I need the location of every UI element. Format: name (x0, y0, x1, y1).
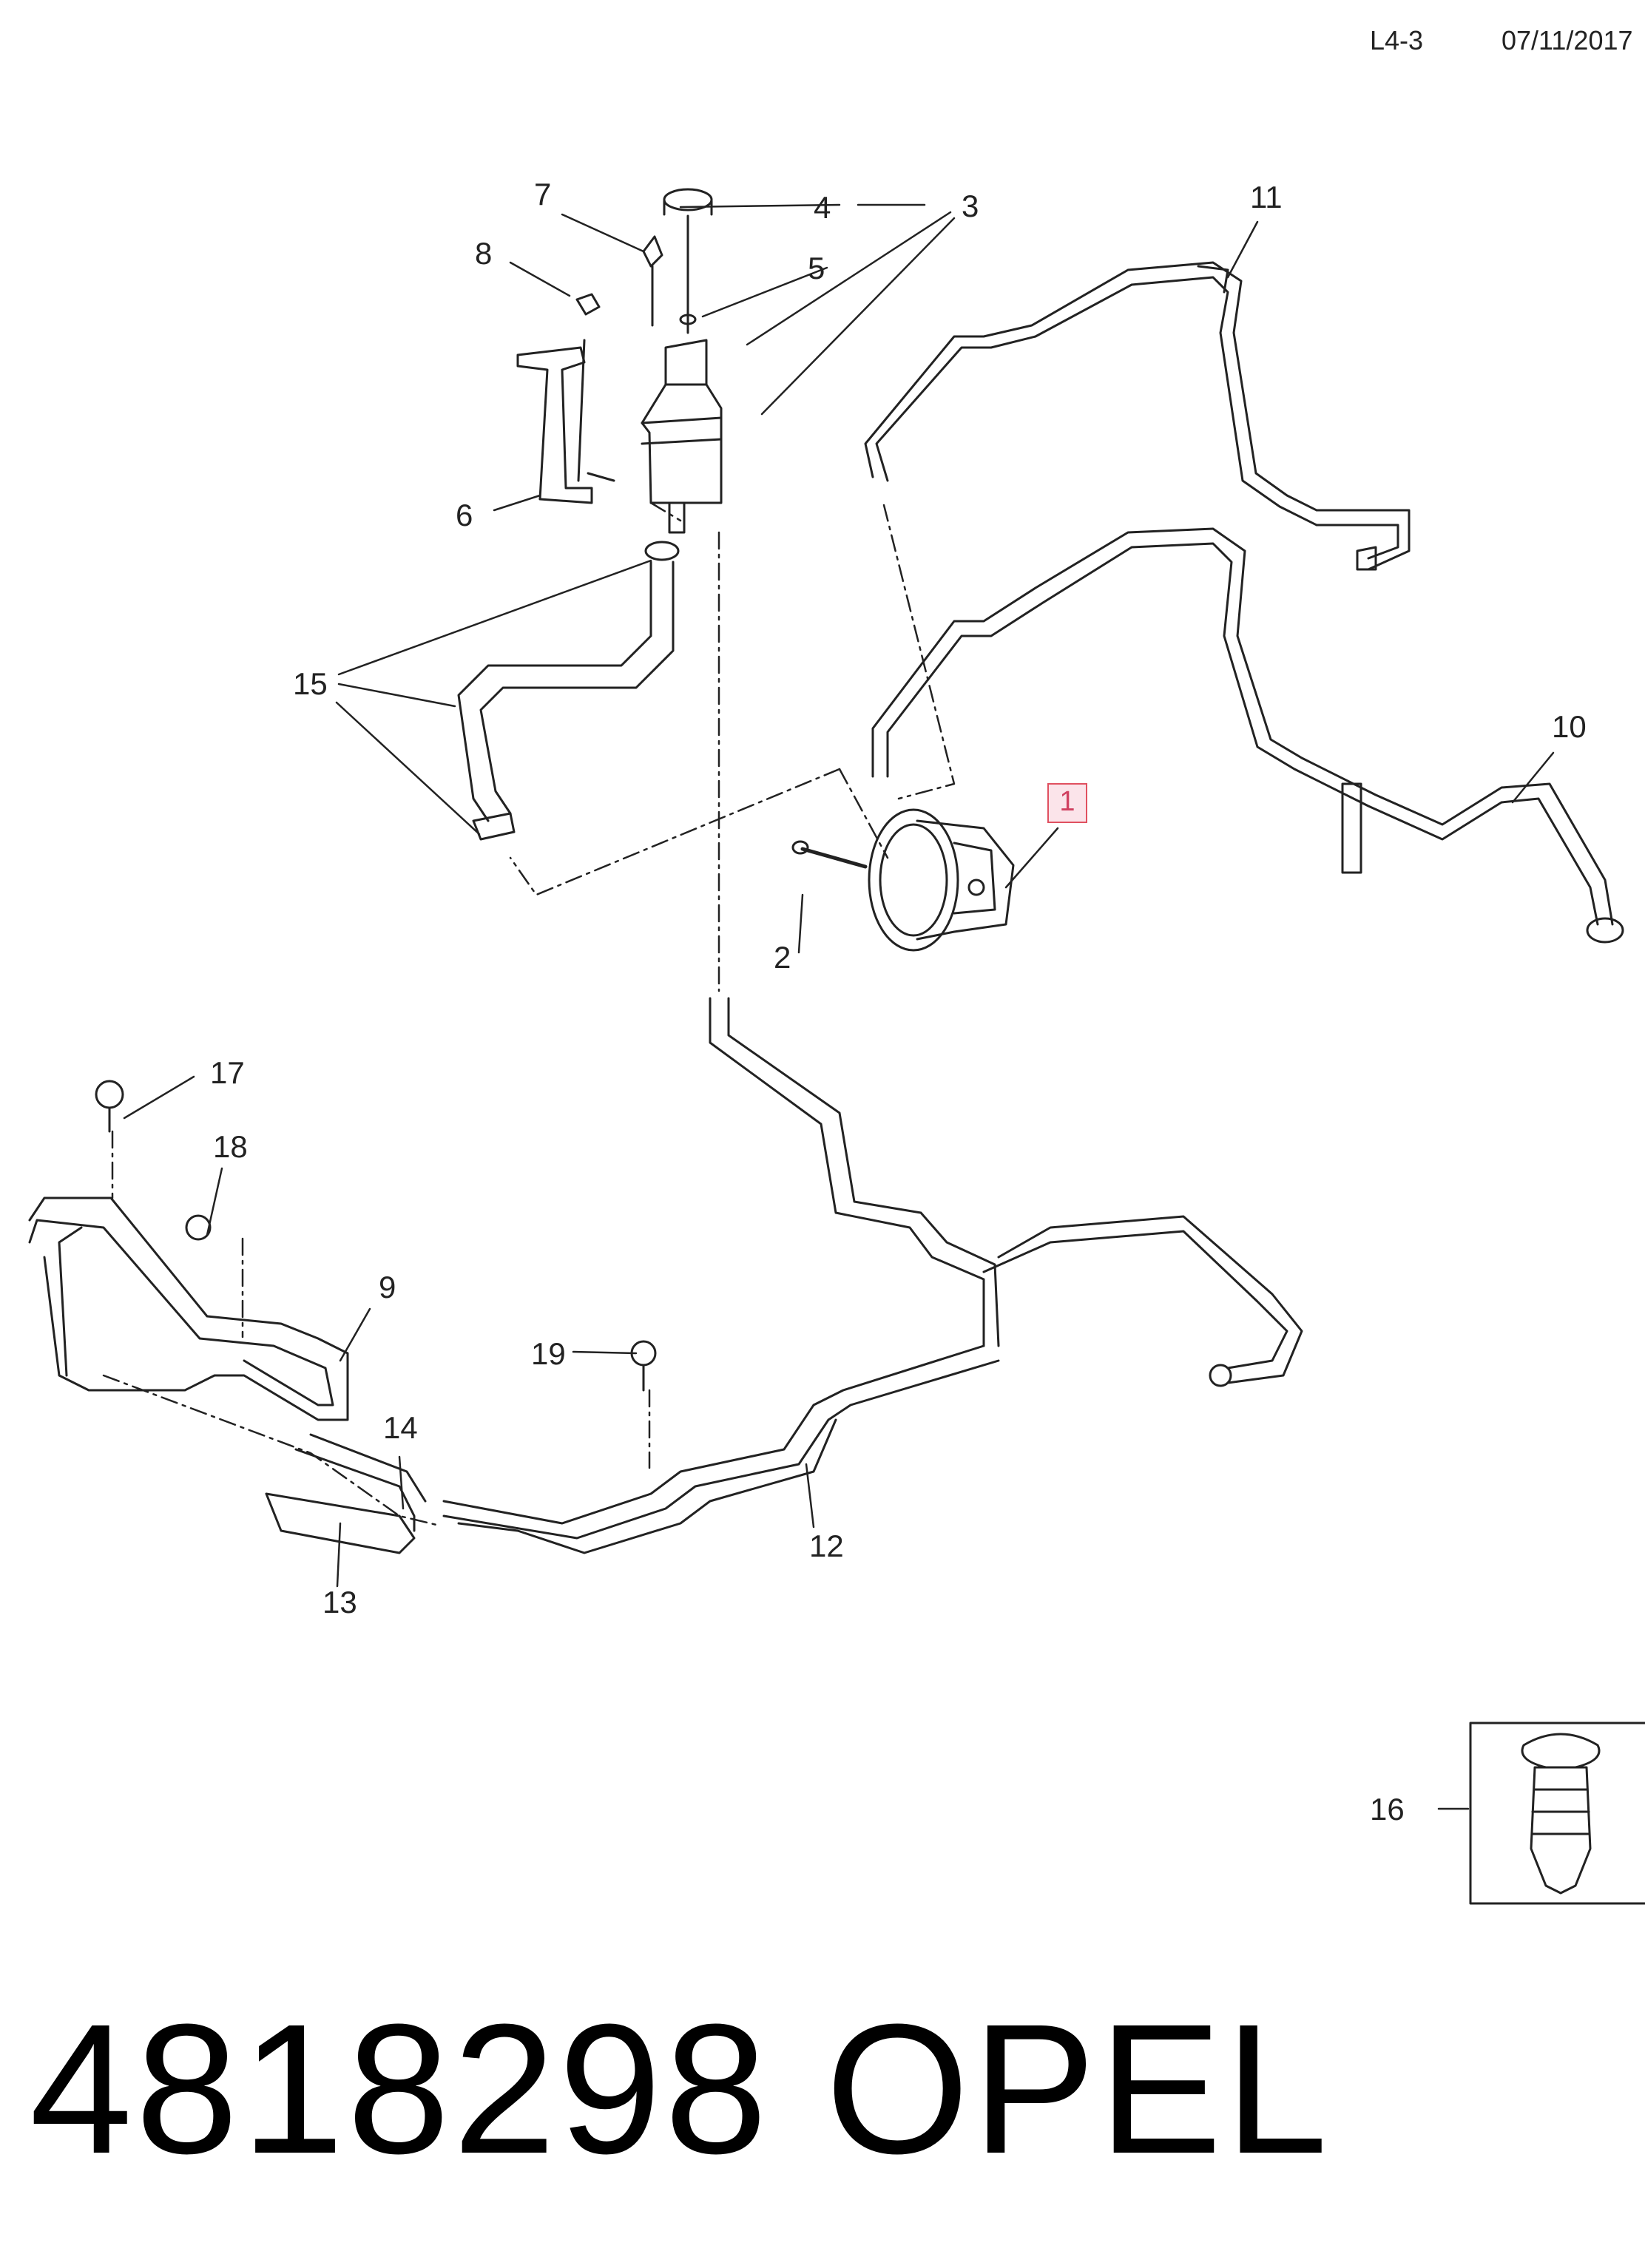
callout-13: 13 (322, 1585, 357, 1619)
callout-1: 1 (1059, 786, 1075, 817)
diagram-date: 07/11/2017 (1502, 25, 1633, 55)
return-hose (709, 997, 1303, 1387)
callout-19: 19 (531, 1336, 566, 1371)
callout-14: 14 (383, 1410, 418, 1445)
callout-2: 2 (774, 940, 791, 975)
callout-15: 15 (293, 666, 328, 701)
callout-4: 4 (814, 190, 831, 225)
callout-6: 6 (456, 498, 473, 532)
hose-10 (871, 527, 1624, 944)
callout-8: 8 (475, 236, 493, 271)
callout-1-highlight: 1 (1047, 783, 1087, 823)
inset-box (1469, 1722, 1645, 1905)
callout-11: 11 (1250, 180, 1283, 214)
callout-17: 17 (210, 1055, 245, 1090)
callout-5: 5 (808, 251, 825, 285)
pump (791, 808, 1015, 952)
callout-10: 10 (1552, 709, 1587, 744)
leader-lines (123, 203, 1555, 1810)
hose-11 (864, 261, 1411, 571)
phantom-lines (102, 501, 956, 1526)
callout-12: 12 (809, 1529, 844, 1563)
part-number: 4818298 (30, 1986, 771, 2192)
cooler-lines (28, 1080, 1000, 1554)
reservoir (641, 188, 723, 534)
callout-16: 16 (1370, 1792, 1405, 1827)
callout-9: 9 (379, 1270, 396, 1304)
callout-7: 7 (534, 177, 552, 211)
bracket (516, 235, 663, 504)
callout-18: 18 (213, 1129, 248, 1164)
brand-name: OPEL (825, 1986, 1331, 2192)
callout-3: 3 (962, 189, 979, 223)
page-code: L4-3 (1370, 25, 1424, 55)
hose-15 (457, 541, 680, 841)
